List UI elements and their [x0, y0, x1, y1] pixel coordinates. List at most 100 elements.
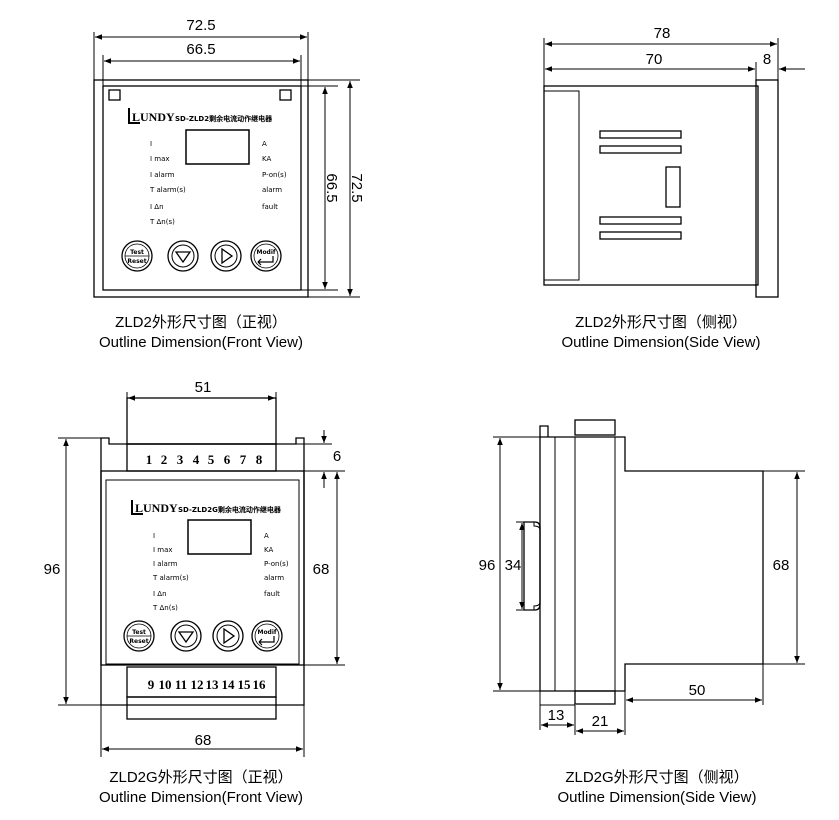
terminal-label: 5 — [208, 452, 215, 467]
front1-reset-label: Reset — [127, 258, 146, 265]
terminal-label: 8 — [256, 452, 263, 467]
terminal-label: 10 — [159, 677, 172, 692]
terminal-label: 1 — [146, 452, 153, 467]
front2-right-arrow-icon — [223, 627, 236, 645]
front2-top-block — [126, 397, 277, 445]
side1-vent-slot — [599, 145, 682, 154]
front2-bottom-terminals: 9 10 11 12 13 14 15 16 — [148, 677, 266, 692]
front2-top-terminals: 1 2 3 4 5 6 7 8 — [146, 452, 263, 467]
front2-label-ka: KA — [264, 546, 273, 554]
front1-test-label: Test — [130, 249, 144, 256]
front1-dimensions — [93, 32, 360, 298]
terminal-label: 7 — [240, 452, 247, 467]
front1-test-reset-button — [121, 240, 153, 272]
side-view-zld2 — [543, 79, 779, 298]
front2-caption-cn: ZLD2G外形尺寸图（正视） — [109, 769, 293, 786]
side2-height-label: 96 — [479, 557, 496, 574]
front1-label-pon: P-on(s) — [262, 171, 287, 179]
side2-caption-cn: ZLD2G外形尺寸图（侧视） — [565, 769, 749, 786]
front2-width-label: 68 — [195, 732, 212, 749]
front2-modify-button — [251, 620, 283, 652]
front1-label-ialarm: I alarm — [150, 171, 175, 179]
front2-label-idn: I Δn — [153, 590, 167, 598]
front2-outline — [100, 437, 305, 706]
front1-clip-left — [108, 89, 121, 101]
side1-clip-slot — [665, 166, 681, 208]
front1-panel — [102, 85, 302, 291]
terminal-label: 9 — [148, 677, 155, 692]
front1-logo-icon — [128, 108, 140, 124]
side1-caption-cn: ZLD2外形尺寸图（侧视） — [575, 314, 747, 331]
front1-right-button — [210, 240, 242, 272]
terminal-label: 12 — [191, 677, 204, 692]
terminal-label: 15 — [238, 677, 252, 692]
front2-front-panel — [105, 479, 300, 665]
front2-test-reset-button — [123, 620, 155, 652]
front1-modify-button — [250, 240, 282, 272]
side2-top-tab — [539, 425, 549, 437]
front1-enter-icon — [258, 256, 274, 263]
front-view-zld2 — [93, 79, 309, 298]
front-view-zld2g — [100, 397, 305, 720]
terminal-label: 14 — [222, 677, 236, 692]
front1-clip-right — [279, 89, 292, 101]
front2-label-a: A — [264, 532, 269, 540]
front2-label-tdn: T Δn(s) — [152, 604, 178, 612]
side2-din-rail-clip — [523, 521, 541, 611]
side2-caption: ZLD2G外形尺寸图（侧视） Outline Dimension(Side Vi… — [536, 768, 778, 808]
front1-label-alarm: alarm — [262, 186, 282, 194]
front1-label-imax: I max — [150, 155, 170, 163]
front1-modify-label: Modif — [256, 249, 275, 256]
front2-caption-en: Outline Dimension(Front View) — [99, 789, 303, 806]
terminal-label: 2 — [161, 452, 168, 467]
side2-top-terminal — [574, 419, 616, 436]
terminal-label: 6 — [224, 452, 231, 467]
side1-vent-slot — [599, 216, 682, 225]
side1-vent-slot — [599, 130, 682, 139]
side2-foot-label: 21 — [592, 713, 609, 730]
front1-outer-width-label: 72.5 — [186, 17, 215, 34]
front1-label-a: A — [262, 140, 267, 148]
front2-reset-label: Reset — [129, 638, 148, 645]
side2-front-height-label: 68 — [773, 557, 790, 574]
front2-logo-icon — [131, 500, 143, 515]
front2-test-label: Test — [132, 629, 146, 636]
front2-down-arrow-icon — [177, 631, 195, 644]
terminal-label: 4 — [193, 452, 200, 467]
side2-caption-en: Outline Dimension(Side View) — [557, 789, 757, 806]
front1-panel-height-label: 66.5 — [323, 173, 340, 202]
front2-brand: LUNDY — [135, 501, 178, 515]
terminal-label: 16 — [253, 677, 267, 692]
side2-bottom-terminal — [574, 690, 616, 705]
front1-caption: ZLD2外形尺寸图（正视） Outline Dimension(Front Vi… — [88, 313, 314, 353]
front1-display — [185, 129, 250, 165]
front2-top-width-label: 51 — [195, 379, 212, 396]
front2-dimensions — [58, 392, 345, 757]
front1-label-i: I — [150, 140, 152, 148]
side1-flange-label: 8 — [763, 51, 771, 68]
front1-label-talarm: T alarm(s) — [149, 186, 186, 194]
front1-label-ka: KA — [262, 155, 271, 163]
front1-model-text: SD-ZLD2剩余电流动作继电器 — [175, 114, 273, 123]
side1-dimensions — [543, 38, 805, 86]
side1-body-label: 70 — [646, 51, 663, 68]
side1-rear-cap — [543, 90, 580, 281]
terminal-label: 3 — [177, 452, 184, 467]
front2-label-talarm: T alarm(s) — [152, 574, 189, 582]
front2-enter-icon — [259, 636, 275, 643]
front2-height-label: 96 — [44, 561, 61, 578]
side1-caption-en: Outline Dimension(Side View) — [561, 334, 761, 351]
front1-outer-height-label: 72.5 — [348, 173, 365, 202]
front2-front-height-label: 68 — [313, 561, 330, 578]
front1-brand: LUNDY — [132, 110, 175, 124]
front1-down-button — [167, 240, 199, 272]
front2-label-fault: fault — [264, 590, 280, 598]
front2-front-cover — [100, 470, 305, 666]
side1-vent-slot — [599, 231, 682, 240]
side2-dimensions — [493, 436, 805, 735]
front2-label-imax: I max — [153, 546, 173, 554]
terminal-label: 11 — [175, 677, 187, 692]
front2-bottom-block — [126, 696, 277, 720]
front2-caption: ZLD2G外形尺寸图（正视） Outline Dimension(Front V… — [88, 768, 314, 808]
